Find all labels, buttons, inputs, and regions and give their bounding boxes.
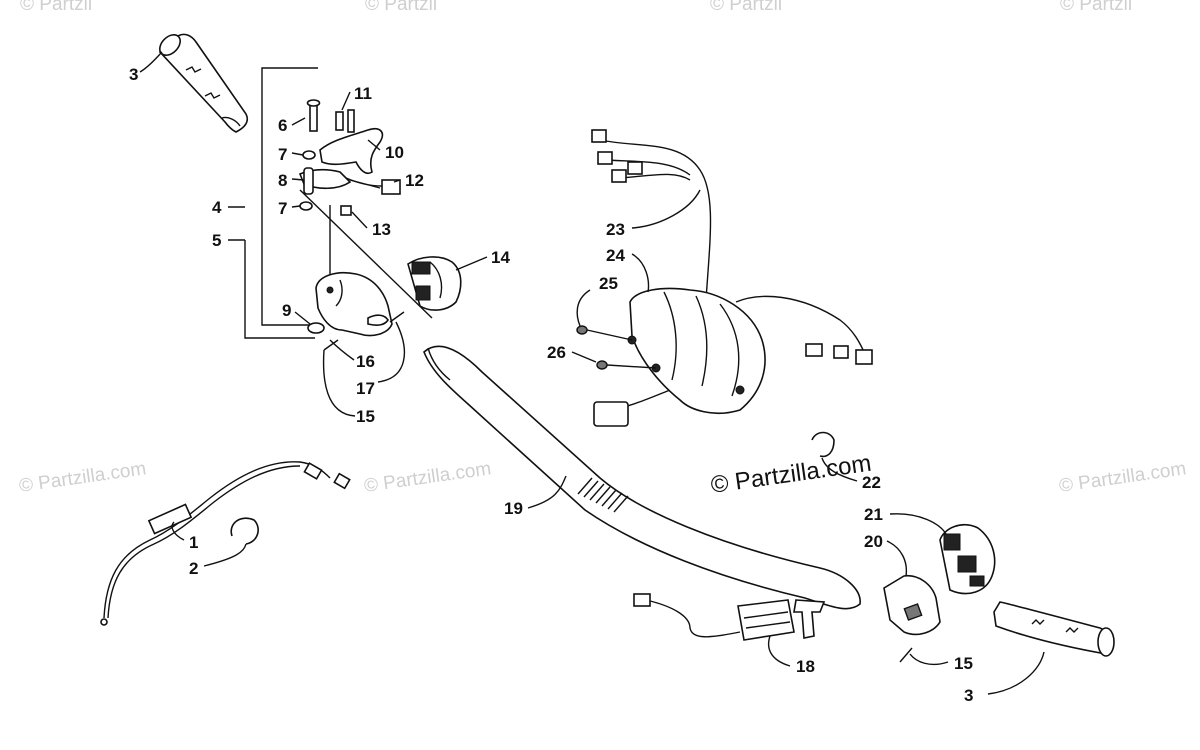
screw-25 xyxy=(576,325,588,335)
cable-clip xyxy=(230,517,259,545)
right-grip xyxy=(993,601,1115,657)
callout-17: 17 xyxy=(356,379,375,398)
bracket-inner xyxy=(261,67,318,326)
watermark-center: © Partzilla.com xyxy=(363,458,493,497)
spring-pin xyxy=(347,109,355,133)
callout-2: 2 xyxy=(189,559,198,578)
callout-10: 10 xyxy=(385,143,404,162)
handlebar xyxy=(423,345,861,610)
callout-24: 24 xyxy=(606,246,625,265)
callout-7-upper: 7 xyxy=(278,145,287,164)
housing-screw-small xyxy=(389,311,405,323)
assembly-axis xyxy=(299,189,433,319)
brake-lever-bracket xyxy=(883,574,941,636)
callout-25: 25 xyxy=(599,274,618,293)
watermark-top-3: © Partzil xyxy=(710,0,782,15)
washer-upper xyxy=(302,150,316,160)
watermark-top-2: © Partzil xyxy=(365,0,437,15)
screw-26-line xyxy=(606,364,657,369)
callout-12: 12 xyxy=(405,171,424,190)
leader-lines xyxy=(139,51,1045,695)
housing-screw xyxy=(323,339,339,351)
callout-3-right: 3 xyxy=(964,686,973,705)
callout-11: 11 xyxy=(354,84,372,103)
switch-housing-left xyxy=(407,256,462,311)
throttle-cable xyxy=(100,461,351,626)
bushing xyxy=(303,167,314,195)
callout-23: 23 xyxy=(606,220,625,239)
watermark-top-4: © Partzil xyxy=(1060,0,1132,15)
left-grip xyxy=(158,33,249,133)
handlebar-knurl xyxy=(577,477,629,513)
callout-16: 16 xyxy=(356,352,375,371)
callout-19: 19 xyxy=(504,499,523,518)
spacer-block xyxy=(340,205,352,216)
switch-housing-center xyxy=(627,287,766,414)
pivot-pin-head xyxy=(306,99,321,107)
callout-9: 9 xyxy=(282,301,291,320)
screw-15-right xyxy=(899,647,913,663)
magnet xyxy=(335,111,344,131)
bracket-outer xyxy=(244,240,315,339)
wiring-harness xyxy=(591,129,873,427)
callout-22: 22 xyxy=(862,473,881,492)
callout-15-right: 15 xyxy=(954,654,973,673)
watermark-top-1: © Partzil xyxy=(20,0,92,15)
callout-6: 6 xyxy=(278,116,287,135)
screw-26 xyxy=(596,360,608,370)
screw-25-line xyxy=(586,329,633,341)
callout-20: 20 xyxy=(864,532,883,551)
watermark-right: © Partzilla.com xyxy=(1058,458,1188,497)
clip-22 xyxy=(811,431,835,458)
throttle-sensor xyxy=(381,179,401,195)
watermark-left: © Partzilla.com xyxy=(18,458,148,497)
switch-housing-right xyxy=(939,524,996,595)
callout-18: 18 xyxy=(796,657,815,676)
watermark-main: © Partzilla.com xyxy=(709,450,873,499)
callout-7-lower: 7 xyxy=(278,199,287,218)
callout-14: 14 xyxy=(491,248,510,267)
callout-3-left: 3 xyxy=(129,65,138,84)
washer-lower xyxy=(299,201,313,211)
callout-8: 8 xyxy=(278,171,287,190)
grip-heater xyxy=(633,593,826,641)
callout-26: 26 xyxy=(547,343,566,362)
housing-washer xyxy=(307,322,325,334)
callout-15-left: 15 xyxy=(356,407,375,426)
pivot-pin xyxy=(309,102,318,132)
callout-21: 21 xyxy=(864,505,883,524)
callout-4: 4 xyxy=(212,198,222,217)
throttle-housing xyxy=(315,272,393,337)
callout-13: 13 xyxy=(372,220,391,239)
callout-5: 5 xyxy=(212,231,221,250)
callout-1: 1 xyxy=(189,533,198,552)
